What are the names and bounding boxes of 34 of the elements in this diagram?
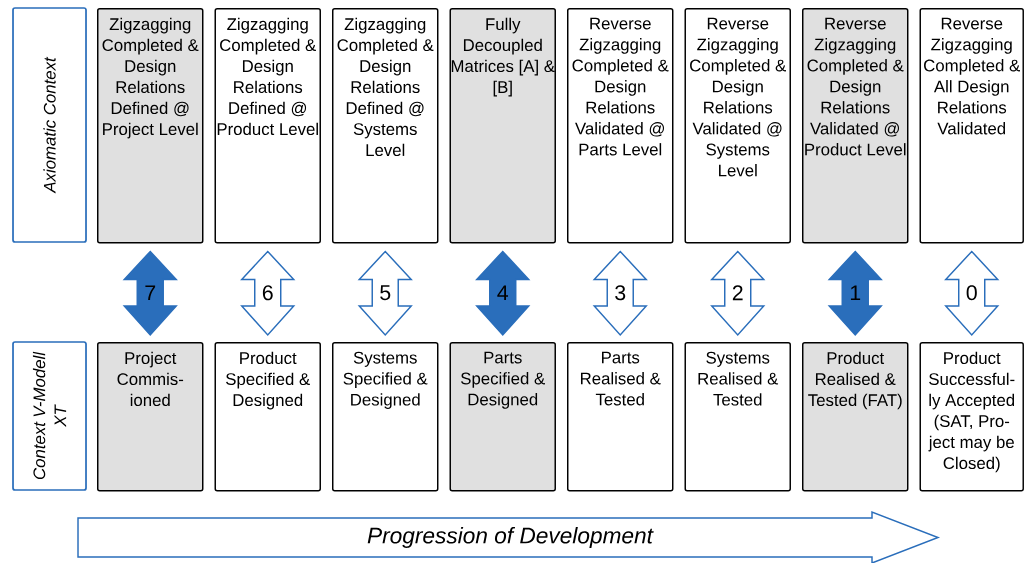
- double-arrow: [475, 250, 531, 337]
- stage-box: Zigzagging Completed & Design Relations Defined @ Systems Level: [332, 8, 439, 244]
- stage-box: Parts Realised & Tested: [567, 342, 674, 492]
- double-arrow: [592, 250, 648, 337]
- step-number: 4: [497, 285, 509, 301]
- step-number: 3: [615, 285, 626, 301]
- stage-box: Reverse Zigzagging Completed & Design Relations Validated @ Parts Level: [567, 8, 674, 244]
- stage-box: Product Successful- ly Accepted (SAT, Pro- ject may be Closed): [919, 342, 1024, 492]
- stage-box: Project Commis- ioned: [97, 342, 204, 492]
- double-arrow: [122, 250, 178, 337]
- step-number: 6: [262, 285, 273, 301]
- row-header: Context V-Modell XT: [12, 341, 87, 491]
- double-arrow: [357, 250, 413, 337]
- stage-box: Systems Realised & Tested: [684, 342, 791, 492]
- stage-box: Zigzagging Completed & Design Relations Defined @ Product Level: [214, 8, 321, 244]
- stage-box: Systems Specified & Designed: [332, 342, 439, 492]
- step-number: 7: [145, 285, 156, 301]
- step-number: 2: [732, 285, 743, 301]
- double-arrow: [944, 250, 1000, 337]
- stage-box: Product Specified & Designed: [214, 342, 321, 492]
- double-arrow: [710, 250, 766, 337]
- step-number: 0: [966, 285, 977, 301]
- stage-box: Fully Decoupled Matrices [A] & [B]: [449, 8, 556, 244]
- stage-box: Reverse Zigzagging Completed & All Design Relations Validated: [919, 8, 1024, 244]
- step-number: 1: [850, 285, 861, 301]
- double-arrow: [240, 250, 296, 337]
- double-arrow: [827, 250, 883, 337]
- stage-box: Parts Specified & Designed: [449, 342, 556, 492]
- step-number: 5: [380, 285, 391, 301]
- row-header: Axiomatic Context: [12, 7, 87, 243]
- stage-box: Reverse Zigzagging Completed & Design Relations Validated @ Systems Level: [684, 8, 791, 244]
- stage-box: Product Realised & Tested (FAT): [802, 342, 909, 492]
- stage-box: Reverse Zigzagging Completed & Design Relations Validated @ Product Level: [802, 8, 909, 244]
- stage-box: Zigzagging Completed & Design Relations Defined @ Project Level: [97, 8, 204, 244]
